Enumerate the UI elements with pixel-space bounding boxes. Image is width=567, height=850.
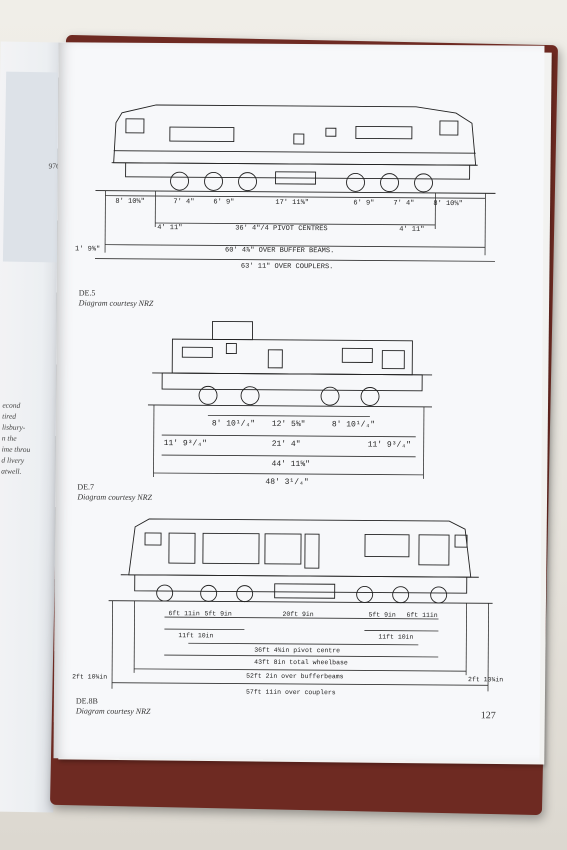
figure-caption-de7: DE.7 Diagram courtesy NRZ (77, 482, 152, 503)
dimension-labels-de7: 8' 10¹/₄" 12' 5⅝" 8' 10¹/₄" 11' 9³/₄" 21… (164, 419, 411, 487)
dimension-label: 6' 9" (353, 199, 374, 207)
dimension-label: 11' 9³/₄" (164, 439, 207, 448)
dimension-label: 4' 11" (399, 226, 424, 234)
dimension-label: 8' 10¹/₄" (332, 420, 375, 429)
dimension-label: 63' 11" OVER COUPLERS. (241, 263, 333, 272)
dimension-lines-de8b (111, 600, 489, 692)
dimension-label: 57ft 11in over couplers (246, 689, 336, 697)
dimension-labels-de8b: 6ft 11in 5ft 9in 20ft 9in 5ft 9in 6ft 11… (72, 610, 503, 697)
dimension-lines-de5 (94, 190, 495, 262)
dimension-label: 8' 10⅝" (115, 198, 144, 206)
dimension-label: 2ft 10¾in (72, 673, 107, 680)
dimension-label: 43ft 8in total wheelbase (254, 659, 348, 667)
dimension-label: 52ft 2in over bufferbeams (246, 673, 344, 681)
dimension-label: 7' 4" (393, 200, 414, 208)
left-page-text-line: econd (2, 400, 21, 410)
diagram-de8b: 6ft 11in 5ft 9in 20ft 9in 5ft 9in 6ft 11… (72, 518, 503, 697)
dimension-label: 11' 9³/₄" (368, 440, 411, 449)
left-page-text-line: tired (2, 411, 17, 421)
dimension-label: 8' 10¹/₄" (212, 419, 255, 428)
dimension-lines-de7 (153, 404, 425, 479)
figure-credit: Diagram courtesy NRZ (78, 298, 154, 308)
figure-code: DE.7 (77, 482, 95, 492)
dimension-label: 5ft 9in (204, 610, 231, 617)
dimension-label: 11ft 10in (378, 634, 413, 641)
dimension-label: 6' 9" (213, 198, 234, 206)
dimension-label: 11ft 10in (178, 632, 213, 639)
locomotive-de5-outline (95, 104, 496, 194)
dimension-label: 4' 11" (157, 224, 182, 232)
locomotive-de7-outline (147, 320, 433, 408)
book-page: 8' 10⅝" 7' 4" 6' 9" 17' 11⅝" 6' 9" 7' 4"… (53, 42, 545, 762)
dimension-label: 1' 9⅝" (75, 245, 100, 253)
dimension-label: 6ft 11in (168, 610, 199, 617)
figure-code: DE.8B (75, 696, 98, 706)
dimension-label: 17' 11⅝" (275, 199, 309, 207)
dimension-label: 12' 5⅝" (272, 420, 306, 429)
locomotive-de8b-outline (108, 518, 493, 604)
dimension-label: 60' 4⅞" OVER BUFFER BEAMS. (225, 246, 334, 255)
dimension-label: 8' 10⅝" (433, 200, 462, 208)
dimension-label: 44' 11⅝" (272, 460, 310, 469)
dimension-label: 36' 4"/4 PIVOT CENTRES (235, 225, 327, 234)
dimension-label: 20ft 9in (282, 611, 313, 618)
figure-caption-de5: DE.5 Diagram courtesy NRZ (79, 288, 154, 309)
figure-code: DE.5 (78, 288, 96, 298)
dimension-label: 48' 3¹/₄" (265, 478, 308, 487)
bogie-left (170, 171, 257, 192)
dimension-label: 7' 4" (173, 198, 194, 206)
figure-caption-de8b: DE.8B Diagram courtesy NRZ (76, 696, 151, 717)
bogie-right (346, 172, 433, 193)
page-number: 127 (480, 710, 496, 722)
dimension-label: 5ft 9in (368, 611, 395, 618)
dimension-label: 6ft 11in (406, 612, 437, 619)
figure-credit: Diagram courtesy NRZ (75, 706, 151, 716)
dimension-labels-de5: 8' 10⅝" 7' 4" 6' 9" 17' 11⅝" 6' 9" 7' 4"… (75, 198, 463, 272)
diagram-de7: 8' 10¹/₄" 12' 5⅝" 8' 10¹/₄" 11' 9³/₄" 21… (147, 320, 433, 487)
left-page-text-line: atwell. (1, 466, 22, 476)
left-page-text-line: n the (1, 433, 17, 443)
dimension-label: 2ft 10¾in (468, 676, 503, 683)
dimension-label: 36ft 4¾in pivot centre (254, 647, 340, 655)
figure-credit: Diagram courtesy NRZ (77, 492, 153, 502)
dimension-label: 21' 4" (272, 440, 301, 449)
diagram-de5: 8' 10⅝" 7' 4" 6' 9" 17' 11⅝" 6' 9" 7' 4"… (75, 104, 496, 272)
